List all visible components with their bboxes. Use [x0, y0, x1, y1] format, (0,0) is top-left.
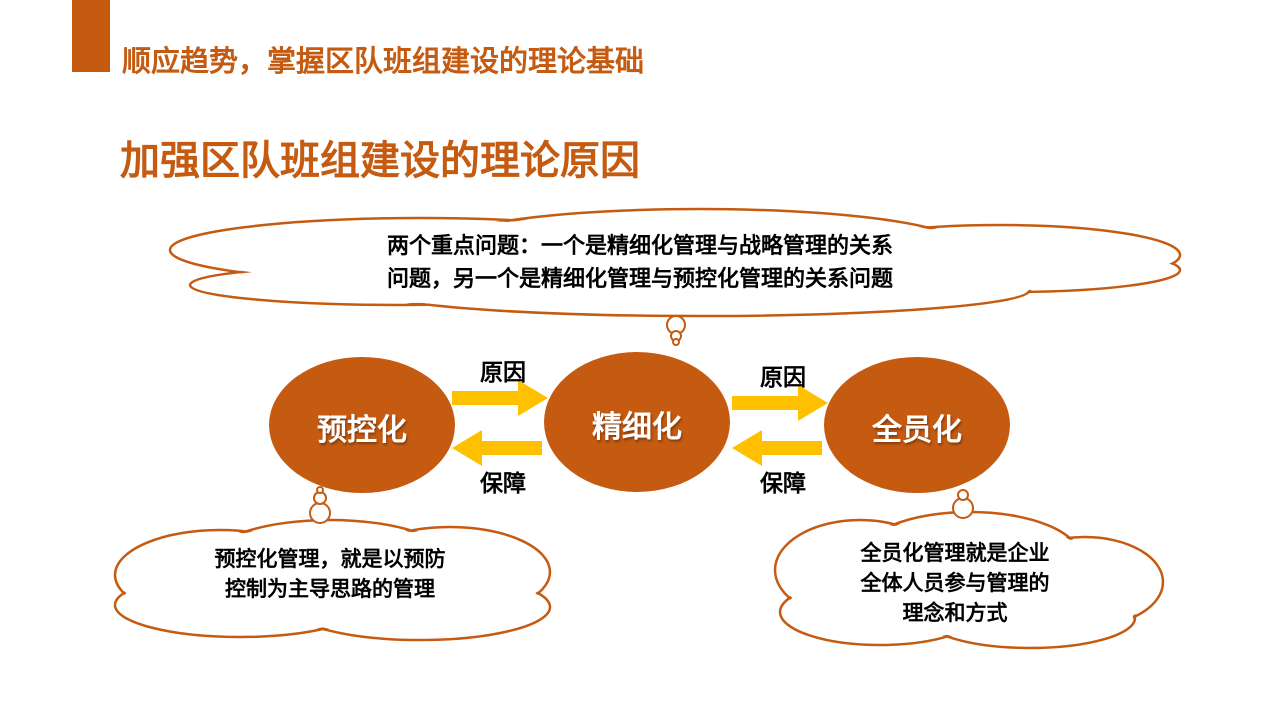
- node-all-staff: 全员化: [872, 413, 962, 448]
- node-refined-ellipse: [544, 352, 730, 492]
- right-cloud-line: 理念和方式: [902, 601, 1008, 625]
- left-cloud-line: 预控化管理，就是以预防: [214, 547, 446, 571]
- section-subtitle: 顺应趋势，掌握区队班组建设的理论基础: [122, 44, 645, 78]
- arrow-left-icon: [732, 430, 822, 466]
- left-cloud-line: 控制为主导思路的管理: [225, 577, 435, 601]
- right-cloud-line: 全员化管理就是企业: [860, 541, 1050, 565]
- right-thought-bubbles: [952, 489, 974, 519]
- node-preventive: 预控化: [317, 413, 407, 448]
- node-preventive-ellipse: [269, 357, 455, 493]
- page-title: 加强区队班组建设的理论原因: [120, 138, 640, 184]
- arrow-label-reason: 原因: [480, 360, 526, 386]
- arrow-right-icon: [732, 385, 828, 421]
- left-thought-bubbles: [309, 486, 331, 524]
- right-cloud-line: 全体人员参与管理的: [860, 571, 1050, 595]
- top-thought-bubbles: [666, 315, 686, 346]
- arrow-left-icon: [452, 430, 542, 466]
- arrow-right-icon: [452, 380, 548, 416]
- top-cloud-text: 两个重点问题：一个是精细化管理与战略管理的关系 问题，另一个是精细化管理与预控化…: [240, 230, 1040, 296]
- accent-bar: [72, 0, 110, 72]
- right-cloud-text: 全员化管理就是企业 全体人员参与管理的 理念和方式: [800, 538, 1110, 628]
- node-all-staff-ellipse: [824, 357, 1010, 493]
- arrow-label-guarantee: 保障: [480, 471, 526, 497]
- node-refined: 精细化: [592, 410, 682, 445]
- arrow-label-reason: 原因: [760, 365, 806, 391]
- top-cloud-line: 两个重点问题：一个是精细化管理与战略管理的关系: [386, 234, 893, 259]
- arrow-label-guarantee: 保障: [760, 471, 806, 497]
- left-cloud-text: 预控化管理，就是以预防 控制为主导思路的管理: [150, 544, 510, 604]
- top-cloud-line: 问题，另一个是精细化管理与预控化管理的关系问题: [386, 267, 893, 292]
